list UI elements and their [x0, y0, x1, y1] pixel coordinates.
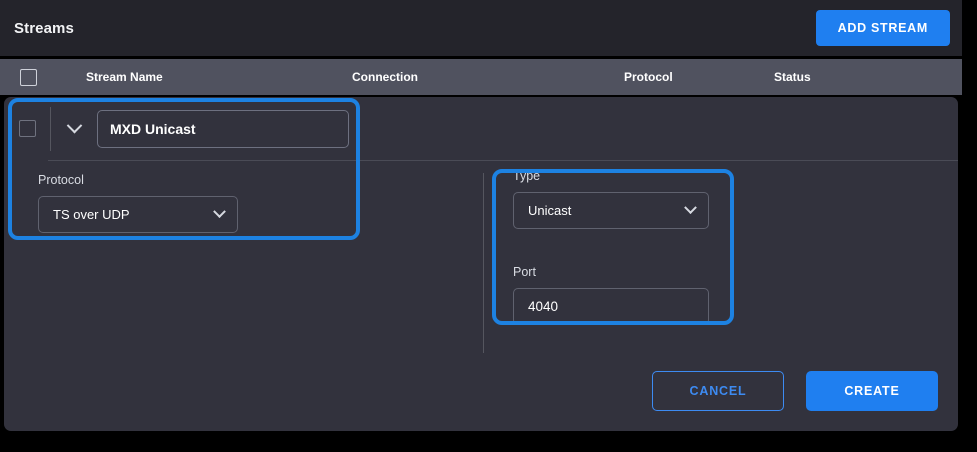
form-actions: CANCEL CREATE [652, 371, 938, 411]
protocol-section: Protocol TS over UDP [38, 173, 358, 233]
column-header-protocol: Protocol [624, 70, 673, 84]
column-header-connection: Connection [352, 70, 418, 84]
create-button[interactable]: CREATE [806, 371, 938, 411]
type-select[interactable]: Unicast [513, 192, 709, 229]
page-title: Streams [14, 19, 74, 37]
column-header-status: Status [774, 70, 811, 84]
chevron-down-icon [684, 201, 697, 215]
select-all-checkbox[interactable] [20, 68, 37, 86]
stream-editor-panel: Protocol TS over UDP Type Unicast Port C… [4, 97, 958, 431]
port-label: Port [513, 265, 536, 279]
stream-name-input[interactable] [97, 109, 349, 148]
stream-row [4, 97, 958, 160]
row-divider [50, 106, 51, 151]
protocol-value: TS over UDP [53, 207, 130, 222]
expand-collapse-button[interactable] [51, 117, 97, 134]
cancel-button[interactable]: CANCEL [652, 371, 784, 411]
section-divider [48, 160, 958, 161]
protocol-select[interactable]: TS over UDP [38, 196, 238, 233]
table-header-row: Stream Name Connection Protocol Status [0, 59, 962, 95]
column-header-stream-name: Stream Name [86, 70, 163, 84]
type-label: Type [513, 169, 541, 183]
connection-section: Type Unicast Port [513, 169, 743, 325]
chevron-down-icon [213, 205, 226, 219]
row-checkbox-cell [4, 120, 50, 137]
select-all-cell [0, 68, 86, 86]
port-input[interactable] [513, 288, 709, 325]
chevron-down-icon [66, 117, 82, 134]
column-divider [483, 173, 484, 353]
titlebar: Streams ADD STREAM [0, 0, 962, 56]
row-select-checkbox[interactable] [18, 120, 36, 137]
protocol-label: Protocol [38, 173, 84, 187]
type-value: Unicast [528, 203, 572, 218]
add-stream-button[interactable]: ADD STREAM [815, 10, 950, 46]
